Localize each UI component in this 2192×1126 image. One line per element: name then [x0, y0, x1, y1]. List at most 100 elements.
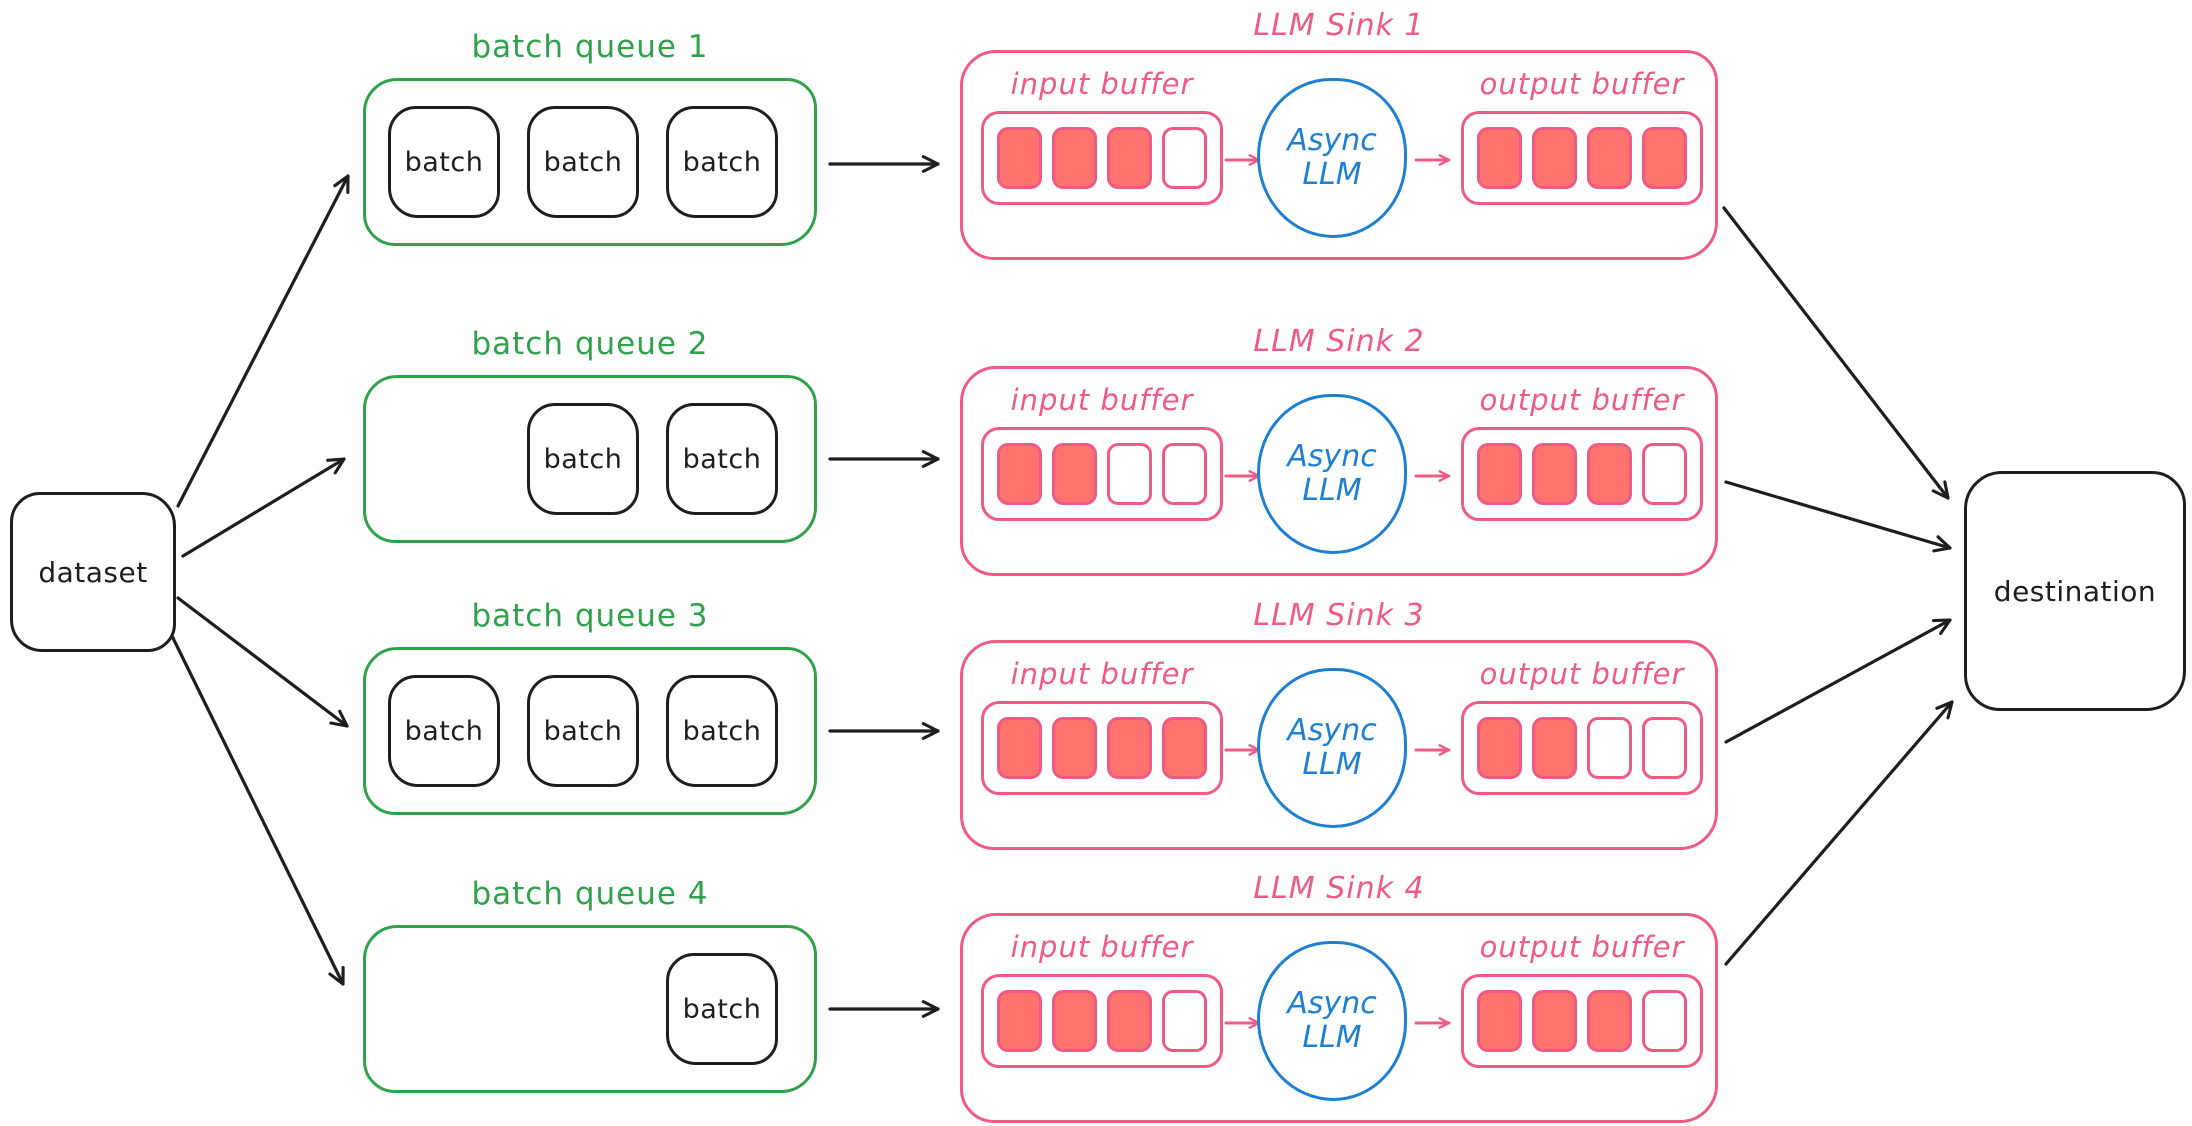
async-llm-circle: Async LLM	[1257, 78, 1407, 238]
arrow-dataset-to-queue-2	[181, 457, 346, 558]
batch-item: batch	[666, 675, 778, 787]
batch-item: batch	[666, 953, 778, 1065]
async-llm-circle: Async LLM	[1257, 668, 1407, 828]
llm-sink-3-title: LLM Sink 3	[1253, 598, 1425, 633]
batch-item: batch	[527, 403, 639, 515]
buffer-cell-filled	[1162, 717, 1207, 779]
async-llm-line2: LLM	[1302, 157, 1362, 192]
output-buffer	[1461, 427, 1703, 521]
buffer-cell-filled	[997, 443, 1042, 505]
input-buffer-label: input buffer	[1010, 383, 1194, 417]
input-buffer-label: input buffer	[1010, 930, 1194, 964]
batch-item: batch	[666, 403, 778, 515]
batch-queue-3: batch queue 3 batch batch batch	[363, 593, 817, 815]
buffer-cell-empty	[1587, 717, 1632, 779]
batch-queue-2: batch queue 2 batch batch	[363, 321, 817, 543]
llm-sink-2-title: LLM Sink 2	[1253, 324, 1425, 359]
buffer-cell-empty	[1107, 443, 1152, 505]
batch-item-label: batch	[543, 146, 623, 178]
async-llm-line1: Async	[1287, 438, 1377, 474]
output-buffer-label: output buffer	[1479, 930, 1685, 964]
async-llm-line2: LLM	[1302, 747, 1362, 782]
llm-to-buffer-arrow	[1414, 1017, 1451, 1029]
llm-sink-1-title: LLM Sink 1	[1253, 8, 1425, 43]
buffer-cell-filled	[1477, 717, 1522, 779]
llm-sink-4: LLM Sink 4 input buffer Async LLM output…	[960, 871, 1718, 1123]
buffer-cell-filled	[1052, 127, 1097, 189]
buffer-cell-filled	[997, 127, 1042, 189]
buffer-cell-filled	[1587, 443, 1632, 505]
batch-item-label: batch	[543, 443, 623, 475]
buffer-cell-filled	[1587, 127, 1632, 189]
buffer-cell-filled	[1642, 127, 1687, 189]
buffer-cell-filled	[1532, 990, 1577, 1052]
llm-sink-3-box: input buffer Async LLM output buffer	[960, 640, 1718, 850]
batch-queue-4-box: batch	[363, 925, 817, 1093]
buffer-cell-empty	[1162, 127, 1207, 189]
buffer-cell-filled	[1107, 717, 1152, 779]
buffer-cell-filled	[1477, 127, 1522, 189]
batch-item-label: batch	[404, 146, 484, 178]
async-llm-line1: Async	[1287, 985, 1377, 1021]
output-buffer	[1461, 111, 1703, 205]
input-buffer	[981, 111, 1223, 205]
buffer-cell-filled	[997, 717, 1042, 779]
buffer-to-llm-arrow	[1224, 1017, 1261, 1029]
batch-item-label: batch	[682, 443, 762, 475]
arrow-sink-1-to-destination	[1722, 206, 1950, 500]
destination-label: destination	[1993, 574, 2157, 608]
batch-queue-3-title: batch queue 3	[471, 598, 709, 634]
dataset-node: dataset	[10, 492, 176, 652]
buffer-cell-filled	[1587, 990, 1632, 1052]
llm-sink-4-title: LLM Sink 4	[1253, 871, 1425, 906]
llm-sink-1-box: input buffer Async LLM output buffer	[960, 50, 1718, 260]
llm-sink-3: LLM Sink 3 input buffer Async LLM output…	[960, 598, 1718, 850]
async-llm-circle: Async LLM	[1257, 394, 1407, 554]
batch-item: batch	[666, 106, 778, 218]
arrow-dataset-to-queue-3	[176, 596, 349, 728]
buffer-cell-filled	[1107, 990, 1152, 1052]
destination-node: destination	[1964, 471, 2186, 711]
input-buffer	[981, 701, 1223, 795]
output-buffer-label: output buffer	[1479, 657, 1685, 691]
batch-queue-4-title: batch queue 4	[471, 876, 709, 912]
arrow-sink-3-to-destination	[1724, 618, 1952, 744]
arrow-sink-4-to-destination	[1724, 700, 1954, 966]
buffer-cell-filled	[1107, 127, 1152, 189]
batch-queue-1-box: batch batch batch	[363, 78, 817, 246]
buffer-cell-empty	[1642, 717, 1687, 779]
batch-queue-3-box: batch batch batch	[363, 647, 817, 815]
batch-item-label: batch	[543, 715, 623, 747]
llm-sink-1: LLM Sink 1 input buffer Async LLM output…	[960, 8, 1718, 260]
buffer-cell-filled	[1052, 717, 1097, 779]
async-llm-line1: Async	[1287, 712, 1377, 748]
async-llm-line2: LLM	[1302, 473, 1362, 508]
buffer-cell-filled	[997, 990, 1042, 1052]
buffer-to-llm-arrow	[1224, 470, 1261, 482]
async-llm-line2: LLM	[1302, 1020, 1362, 1055]
output-buffer	[1461, 974, 1703, 1068]
llm-sink-4-box: input buffer Async LLM output buffer	[960, 913, 1718, 1123]
buffer-cell-empty	[1642, 443, 1687, 505]
buffer-cell-empty	[1162, 443, 1207, 505]
buffer-cell-empty	[1642, 990, 1687, 1052]
buffer-to-llm-arrow	[1224, 154, 1261, 166]
batch-queue-1-title: batch queue 1	[471, 29, 709, 65]
buffer-cell-filled	[1477, 443, 1522, 505]
batch-item-label: batch	[682, 993, 762, 1025]
async-llm-line1: Async	[1287, 122, 1377, 158]
batch-item-label: batch	[682, 146, 762, 178]
buffer-cell-filled	[1532, 127, 1577, 189]
input-buffer	[981, 427, 1223, 521]
input-buffer	[981, 974, 1223, 1068]
llm-to-buffer-arrow	[1414, 744, 1451, 756]
batch-queue-2-title: batch queue 2	[471, 326, 709, 362]
output-buffer-label: output buffer	[1479, 67, 1685, 101]
buffer-cell-filled	[1532, 717, 1577, 779]
batch-item: batch	[388, 675, 500, 787]
buffer-cell-filled	[1477, 990, 1522, 1052]
async-llm-circle: Async LLM	[1257, 941, 1407, 1101]
buffer-cell-filled	[1532, 443, 1577, 505]
llm-to-buffer-arrow	[1414, 470, 1451, 482]
